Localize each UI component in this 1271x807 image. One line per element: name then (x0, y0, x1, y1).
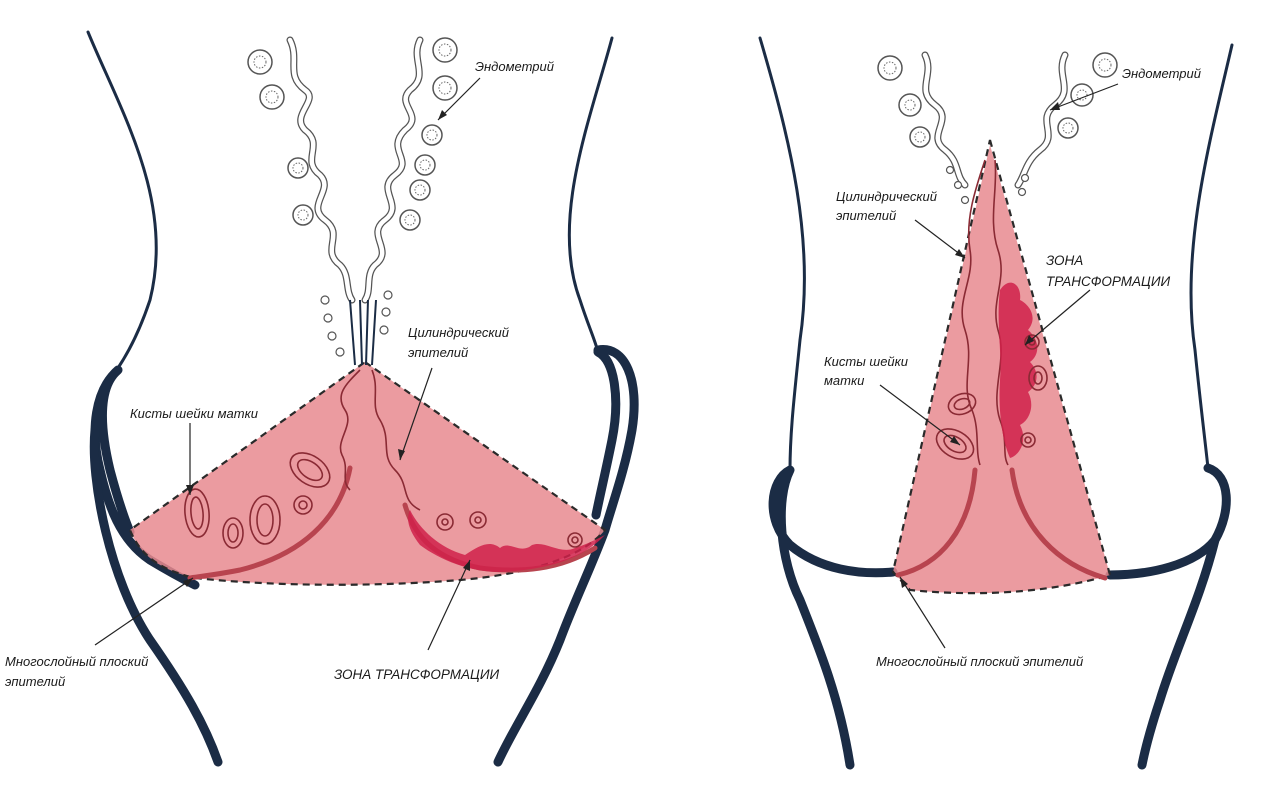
left-endometrium-glands (247, 36, 458, 366)
right-panel: Эндометрий Цилиндрический эпителий ЗОНА … (758, 36, 1234, 770)
left-label-squamous-1: Многослойный плоский (5, 654, 148, 669)
left-label-columnar-2: эпителий (408, 345, 468, 360)
left-transformation-zone (408, 510, 605, 572)
left-ectocervix (130, 362, 605, 585)
left-squamous-band-left (187, 465, 353, 581)
right-vaginal-wall-right (1105, 463, 1231, 770)
right-label-endometrium: Эндометрий (1122, 66, 1201, 81)
left-uterus-wall-left (86, 30, 158, 370)
left-tz-glands (436, 511, 583, 548)
left-label-endometrium: Эндометрий (475, 59, 554, 74)
right-squamous-band-right (1009, 467, 1108, 581)
left-vaginal-fold-right (591, 347, 621, 520)
right-squamous-band-left (895, 467, 978, 578)
right-tz-glands (1020, 334, 1048, 448)
left-arrows (94, 77, 481, 651)
left-label-columnar-1: Цилиндрический (408, 325, 509, 340)
left-cysts (184, 452, 331, 549)
left-label-squamous-2: эпителий (5, 674, 65, 689)
left-ectocervix-outline (128, 360, 607, 586)
right-columnar-canal-left (961, 159, 986, 466)
right-vaginal-wall-left (768, 465, 898, 770)
right-cysts (935, 392, 977, 460)
right-label-squamous: Многослойный плоский эпителий (876, 654, 1083, 669)
right-transformation-zone (998, 282, 1038, 458)
left-columnar-canal-right (371, 369, 421, 511)
right-endometrium-glands (877, 51, 1118, 205)
left-label-cysts: Кисты шейки матки (130, 406, 258, 421)
right-uterus-wall-left (758, 36, 806, 472)
right-label-transformation-1: ЗОНА (1046, 253, 1083, 268)
left-vaginal-wall-right (493, 345, 639, 767)
left-vaginal-wall-left (90, 365, 200, 590)
right-label-columnar-2: эпителий (836, 208, 896, 223)
right-arrows (879, 83, 1119, 649)
right-label-columnar-1: Цилиндрический (836, 189, 937, 204)
right-label-cysts-1: Кисты шейки (824, 354, 908, 369)
right-uterus-wall-right (1189, 43, 1234, 470)
left-uterus-wall-right (567, 36, 614, 354)
left-panel: Эндометрий Цилиндрический эпителий Кисты… (5, 30, 639, 767)
left-vaginal-wall-left-lower (89, 425, 223, 767)
left-columnar-canal-left (339, 369, 361, 491)
right-label-transformation-2: ТРАНСФОРМАЦИИ (1046, 274, 1171, 289)
right-label-cysts-2: матки (824, 373, 864, 388)
left-label-transformation-zone: ЗОНА ТРАНСФОРМАЦИИ (334, 667, 500, 682)
